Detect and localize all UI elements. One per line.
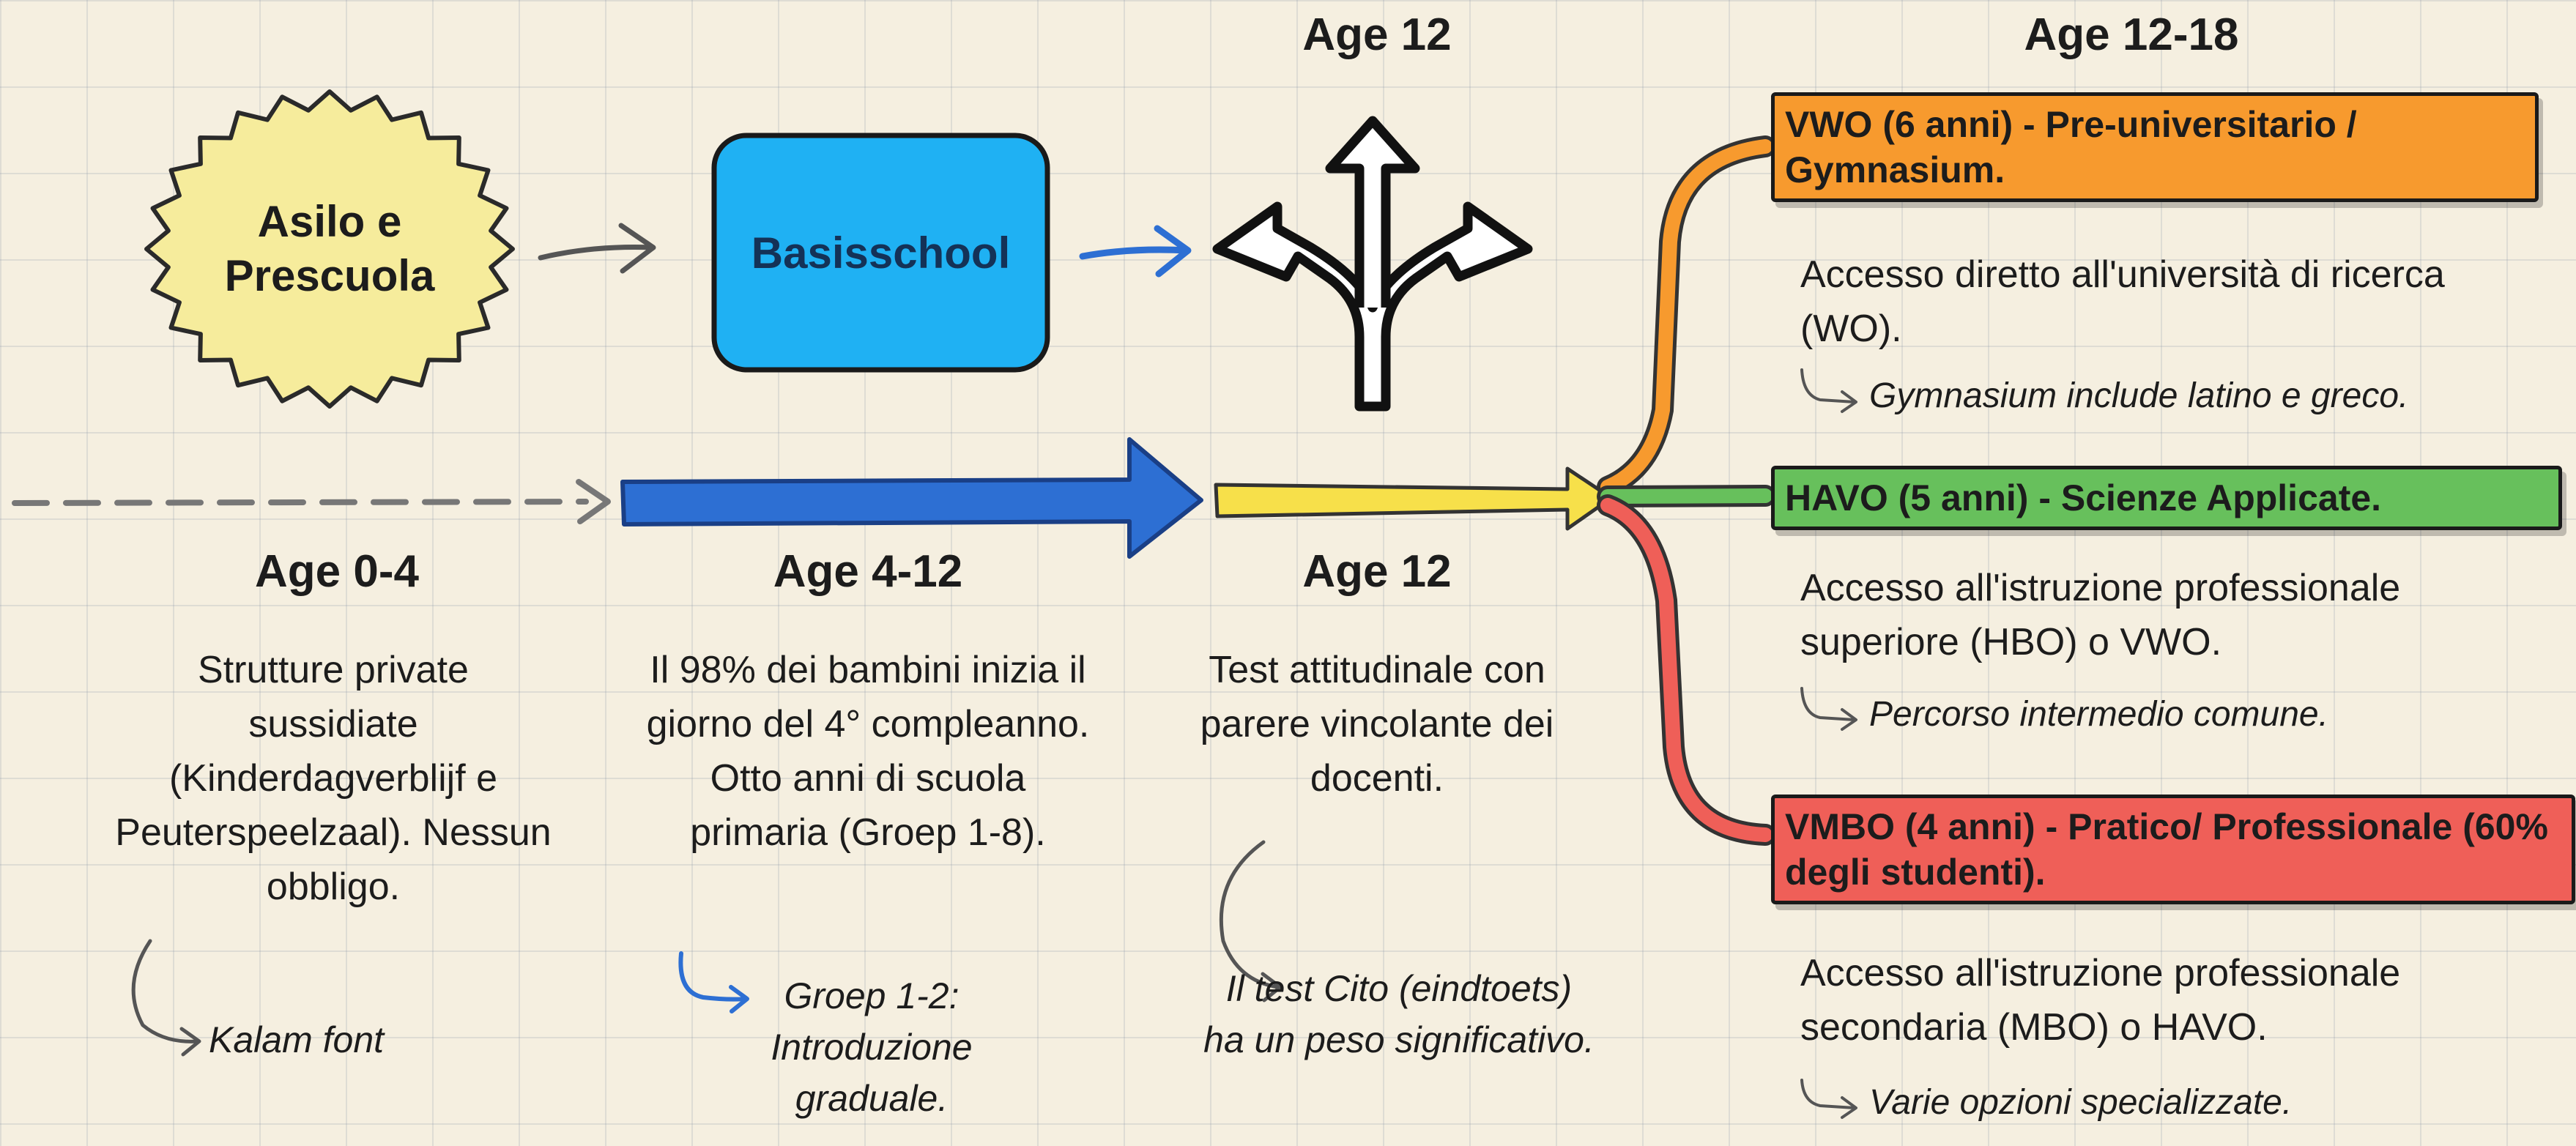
basisschool-box: [711, 133, 1050, 373]
stage-age-2: Age 4-12: [773, 546, 963, 597]
asilo-label: Asilo e Prescuola: [224, 197, 435, 300]
curved-note-arrow-icon: [1219, 840, 1283, 1002]
stage-age-1: Age 0-4: [255, 546, 419, 597]
track-note-vmbo: Varie opzioni specializzate.: [1869, 1083, 2293, 1122]
curved-note-arrow-icon: [678, 951, 749, 1013]
stage-note-2: Groep 1-2: Introduzione graduale.: [771, 975, 973, 1119]
track-label-havo: HAVO (5 anni) - Scienze Applicate.: [1771, 466, 2562, 530]
track-branches: [1597, 135, 1776, 846]
stage-desc-2: Il 98% dei bambini inizia il giorno del …: [646, 649, 1090, 854]
track-desc-vwo: Accesso diretto all'università di ricerc…: [1800, 253, 2445, 350]
yellow-timeline-arrow: [1214, 466, 1614, 531]
track-note-vwo: Gymnasium include latino e greco.: [1869, 376, 2409, 415]
track-note-havo: Percorso intermedio comune.: [1869, 695, 2328, 734]
curved-note-arrow-icon: [1800, 368, 1857, 1119]
track-label-vmbo: VMBO (4 anni) - Pratico/ Professionale (…: [1771, 795, 2575, 904]
asilo-starburst: [144, 89, 515, 409]
track-desc-vmbo: Accesso all'istruzione professionale sec…: [1800, 952, 2401, 1049]
age-right-top: Age 12-18: [2024, 10, 2239, 60]
blue-timeline-arrow: [620, 437, 1203, 559]
stage-note-1: Kalam font: [209, 1019, 385, 1060]
curved-note-arrow-icon: [131, 939, 201, 1057]
branching-arrows-icon: [1212, 116, 1533, 412]
arrow-right-icon: [538, 223, 656, 274]
age-center-top: Age 12: [1302, 10, 1452, 60]
stage-desc-1: Strutture private sussidiate (Kinderdagv…: [115, 649, 552, 908]
stage-desc-3: Test attitudinale con parere vincolante …: [1200, 649, 1554, 800]
stage-note-3: Il test Cito (eindtoets) ha un peso sign…: [1203, 968, 1595, 1060]
track-label-vwo: VWO (6 anni) - Pre-universitario / Gymna…: [1771, 92, 2539, 202]
dashed-arrow: [12, 479, 611, 524]
track-desc-havo: Accesso all'istruzione professionale sup…: [1800, 567, 2401, 663]
stage-age-3: Age 12: [1302, 546, 1452, 597]
arrow-right-icon: [1079, 225, 1192, 278]
basisschool-label: Basisschool: [751, 228, 1011, 278]
